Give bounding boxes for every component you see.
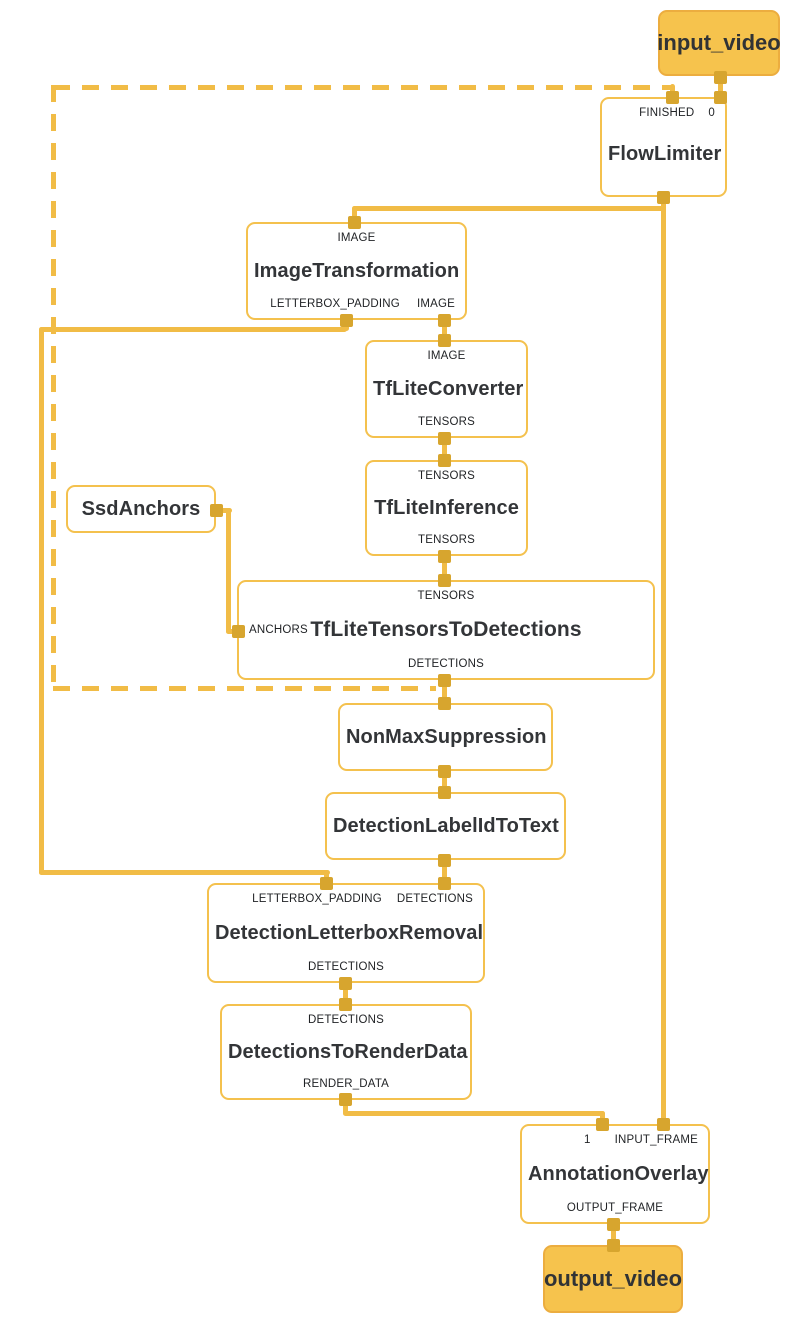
- port-label-detections-out: DETECTIONS: [407, 658, 485, 670]
- node-ssdanchors[interactable]: SsdAnchors: [66, 485, 216, 533]
- edge-letterboxremoval-to-renderdata: [342, 981, 348, 1006]
- edge-tfliteinference-to-tensorstodetections: [441, 554, 447, 582]
- node-detectionletterboxremoval[interactable]: LETTERBOX_PADDING DETECTIONS DetectionLe…: [207, 883, 485, 983]
- edge-flowlimiter-to-annotationoverlay: [660, 195, 666, 1126]
- node-tflitetensorstodetections[interactable]: TENSORS ANCHORS TfLiteTensorsToDetection…: [237, 580, 655, 680]
- port-label-input-frame-in: INPUT_FRAME: [614, 1134, 698, 1146]
- port-label-tensors-out: TENSORS: [418, 416, 475, 428]
- port-square-tensorstodetections-tensors-in: [437, 573, 451, 587]
- node-detectionlabelidtotext[interactable]: DetectionLabelIdToText: [325, 792, 566, 860]
- port-square-tfliteconverter-out: [437, 431, 451, 445]
- node-title: TfLiteInference: [374, 496, 519, 519]
- port-label-detections-out: DETECTIONS: [307, 961, 385, 973]
- port-label-0: 0: [708, 107, 715, 119]
- edge-renderdata-h: [342, 1110, 605, 1116]
- port-label-anchors-in: ANCHORS: [249, 624, 308, 636]
- node-title: DetectionLetterboxRemoval: [215, 921, 484, 944]
- edge-letterbox-h-bottom: [39, 869, 330, 875]
- node-input-video[interactable]: input_video: [657, 10, 781, 76]
- port-square-flowlimiter-0-in: [713, 90, 727, 104]
- node-title: ImageTransformation: [254, 259, 460, 282]
- port-label-tensors-in: TENSORS: [417, 590, 475, 602]
- port-label-output-frame-out: OUTPUT_FRAME: [566, 1202, 664, 1214]
- node-title: input_video: [657, 30, 781, 55]
- port-label-render-data-out: RENDER_DATA: [302, 1078, 390, 1090]
- edge-backedge-dashed-left: [50, 84, 56, 693]
- port-square-inputvideo-out: [713, 70, 727, 84]
- node-title: DetectionLabelIdToText: [333, 814, 559, 837]
- node-title: TfLiteTensorsToDetections: [310, 618, 582, 641]
- port-label-tensors-in: TENSORS: [418, 470, 475, 482]
- port-square-tfliteconverter-in: [437, 333, 451, 347]
- node-title: TfLiteConverter: [373, 377, 524, 400]
- port-label-image-out: IMAGE: [416, 298, 455, 310]
- port-square-imagetransformation-image-in: [347, 215, 361, 229]
- port-label-finished: FINISHED: [639, 107, 695, 119]
- port-label-letterbox-padding-in: LETTERBOX_PADDING: [252, 893, 382, 905]
- port-square-imagetransformation-letterbox-out: [339, 313, 353, 327]
- node-title: AnnotationOverlay: [528, 1162, 709, 1185]
- node-detectionstorenderdata[interactable]: DETECTIONS DetectionsToRenderData RENDER…: [220, 1004, 472, 1100]
- port-label-image-in: IMAGE: [427, 350, 466, 362]
- port-square-labelidtotext-in: [437, 785, 451, 799]
- port-square-renderdata-in: [338, 997, 352, 1011]
- node-imagetransformation[interactable]: IMAGE ImageTransformation LETTERBOX_PADD…: [246, 222, 467, 320]
- port-square-letterboxremoval-out: [338, 976, 352, 990]
- port-square-annotationoverlay-1-in: [595, 1117, 609, 1131]
- port-square-tfliteinference-in: [437, 453, 451, 467]
- port-square-flowlimiter-out: [656, 190, 670, 204]
- edge-ssdanchors-v: [226, 507, 231, 634]
- node-tfliteconverter[interactable]: IMAGE TfLiteConverter TENSORS: [365, 340, 528, 438]
- node-title: FlowLimiter: [608, 142, 722, 165]
- edge-inputvideo-to-flowlimiter: [717, 75, 723, 99]
- edge-ssdanchors-h1: [216, 507, 232, 513]
- port-square-labelidtotext-out: [437, 853, 451, 867]
- port-square-tensorstodetections-out: [437, 673, 451, 687]
- edge-tfliteconverter-to-tfliteinference: [441, 436, 447, 462]
- port-square-renderdata-out: [338, 1092, 352, 1106]
- port-square-ssdanchors-out: [209, 503, 223, 517]
- port-square-letterboxremoval-letterbox-in: [319, 876, 333, 890]
- node-title: SsdAnchors: [81, 497, 201, 520]
- edge-flowlimiter-to-imagetransformation-v: [351, 206, 357, 223]
- edge-tensorstodetections-to-nonmax: [441, 678, 447, 705]
- port-square-tfliteinference-out: [437, 549, 451, 563]
- port-square-letterboxremoval-detections-in: [437, 876, 451, 890]
- edge-backedge-dashed-top: [53, 84, 674, 90]
- edge-backedge-dashed-bottom: [53, 685, 436, 691]
- port-square-outputvideo-in: [606, 1238, 620, 1252]
- edge-flowlimiter-to-imagetransformation-h: [351, 205, 664, 211]
- node-annotationoverlay[interactable]: 1 INPUT_FRAME AnnotationOverlay OUTPUT_F…: [520, 1124, 710, 1224]
- edge-imagetransformation-to-tfliteconverter: [441, 319, 447, 341]
- edge-annotationoverlay-to-outputvideo: [610, 1222, 616, 1247]
- node-title: DetectionsToRenderData: [228, 1040, 468, 1063]
- port-label-tensors-out: TENSORS: [418, 534, 475, 546]
- node-nonmaxsuppression[interactable]: NonMaxSuppression: [338, 703, 553, 771]
- port-label-1-in: 1: [584, 1134, 591, 1146]
- port-square-annotationoverlay-inputframe-in: [656, 1117, 670, 1131]
- port-square-annotationoverlay-out: [606, 1217, 620, 1231]
- node-tfliteinference[interactable]: TENSORS TfLiteInference TENSORS: [365, 460, 528, 556]
- edge-letterbox-h-top: [39, 326, 347, 332]
- port-label-image-in: IMAGE: [337, 232, 376, 244]
- node-title: output_video: [543, 1266, 683, 1291]
- port-label-letterbox-padding-out: LETTERBOX_PADDING: [270, 298, 400, 310]
- edge-letterbox-v-left: [39, 326, 44, 875]
- port-square-nonmax-out: [437, 764, 451, 778]
- edge-nonmax-to-labelidtotext: [441, 769, 447, 794]
- port-label-detections-in: DETECTIONS: [307, 1014, 385, 1026]
- port-square-nonmax-in: [437, 696, 451, 710]
- edge-labelidtotext-to-letterboxremoval: [441, 858, 447, 885]
- node-flowlimiter[interactable]: FINISHED 0 FlowLimiter: [600, 97, 727, 197]
- node-title: NonMaxSuppression: [346, 725, 547, 748]
- port-square-tensorstodetections-anchors-in: [231, 624, 245, 638]
- edge-renderdata-stub: [342, 1097, 348, 1115]
- port-square-imagetransformation-image-out: [437, 313, 451, 327]
- port-square-flowlimiter-finished-in: [665, 90, 679, 104]
- port-label-detections-in: DETECTIONS: [396, 893, 473, 905]
- node-output-video[interactable]: output_video: [543, 1245, 683, 1313]
